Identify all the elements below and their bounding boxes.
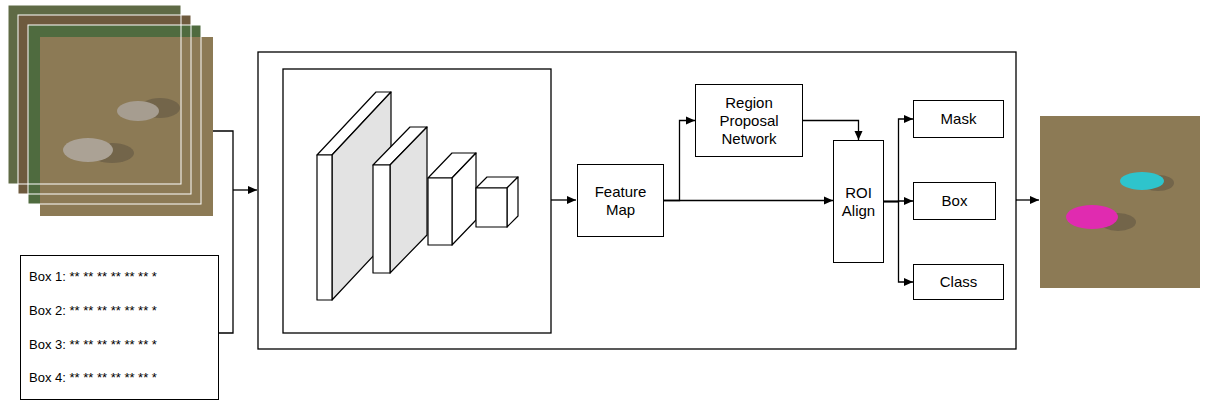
- block-face: [476, 188, 507, 227]
- node-text: Box 1: ** ** ** ** ** ** *: [29, 269, 157, 285]
- backbone-arrow: [551, 199, 576, 200]
- connector-arrow: [884, 119, 913, 202]
- image-border: [28, 25, 201, 204]
- node-text: Box: [942, 192, 968, 210]
- block-face: [390, 127, 427, 273]
- input-image: [40, 37, 213, 216]
- class-head-box: Class: [913, 264, 1004, 300]
- node-text: Class: [940, 273, 978, 291]
- node-text: Mask: [941, 110, 977, 128]
- magenta-mask: [1066, 205, 1118, 229]
- box-head-box: Box: [913, 182, 996, 220]
- connector-arrow: [803, 121, 859, 141]
- cnn-backbone: [317, 92, 518, 300]
- block-face: [452, 153, 476, 245]
- node-text: Feature Map: [583, 183, 658, 219]
- feature-map-box: Feature Map: [577, 164, 664, 237]
- output-arrow: [1016, 199, 1039, 200]
- animal: [117, 101, 159, 121]
- block-face: [317, 155, 332, 300]
- input-arrow: [233, 189, 257, 190]
- connector-arrow: [664, 200, 833, 201]
- connector-arrow: [664, 121, 695, 201]
- block-face: [332, 92, 391, 300]
- cyan-mask: [1120, 172, 1164, 190]
- input-box-list: Box 1: ** ** ** ** ** ** * Box 2: ** ** *…: [20, 255, 219, 400]
- animal: [63, 138, 113, 162]
- roi-align-box: ROI Align: [833, 140, 884, 263]
- mask-head-box: Mask: [913, 100, 1004, 138]
- node-text: Box 4: ** ** ** ** ** ** *: [29, 370, 157, 386]
- backbone-frame: [283, 69, 551, 333]
- block-face: [373, 165, 390, 273]
- image-border: [18, 15, 191, 194]
- block-face: [428, 178, 452, 245]
- model-frame: [258, 52, 1016, 349]
- input-lines: [213, 131, 1039, 333]
- node-text: Box 3: ** ** ** ** ** ** *: [29, 337, 157, 353]
- node-text: ROI Align: [839, 184, 878, 220]
- rpn-box: Region Proposal Network: [695, 84, 803, 157]
- block-face: [507, 177, 518, 227]
- connector-arrow: [884, 202, 913, 283]
- node-text: Box 2: ** ** ** ** ** ** *: [29, 303, 157, 319]
- node-text: Region Proposal Network: [701, 94, 797, 148]
- output-image: [1040, 116, 1200, 288]
- image-border: [8, 5, 181, 184]
